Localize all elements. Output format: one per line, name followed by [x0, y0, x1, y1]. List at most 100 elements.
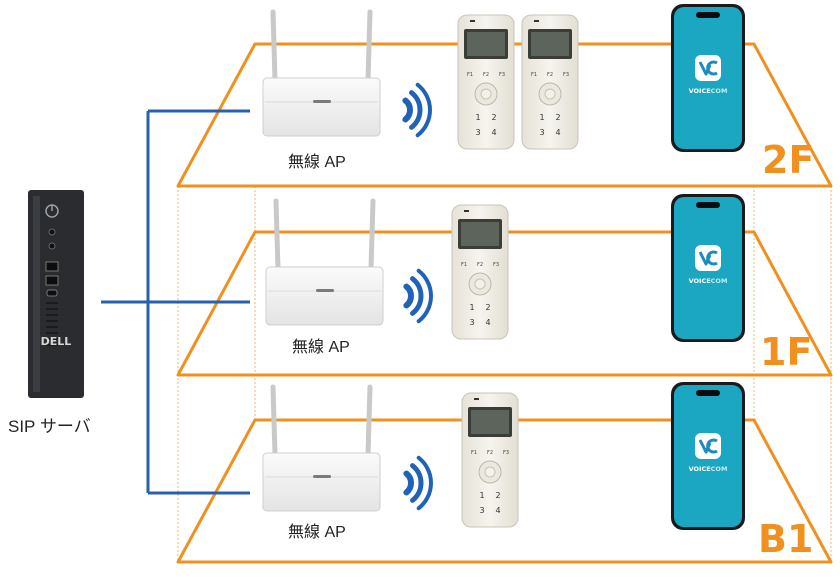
floor-plane-b1: [176, 418, 833, 564]
vent-slot: [46, 302, 58, 304]
antenna: [270, 384, 278, 458]
usb-port: [45, 275, 59, 286]
ap-led: [313, 100, 331, 103]
num-key-label: 4: [555, 128, 560, 137]
wifi-arc: [416, 455, 433, 511]
ap-body: [262, 77, 381, 137]
wifi-arc: [403, 283, 414, 309]
wifi-arc: [416, 268, 433, 324]
handset-screen: [531, 32, 569, 56]
floor-label-1f: 1F: [760, 330, 813, 374]
f-key-label: F2: [487, 450, 493, 456]
app-name: VOICECOM: [689, 87, 728, 95]
usb-port: [45, 261, 59, 272]
antenna: [365, 9, 373, 83]
nav-center: [484, 466, 496, 478]
wireless-ap-1f: [265, 198, 384, 326]
network-lines: [101, 109, 250, 495]
handset-speaker: [464, 210, 469, 212]
audio-jack: [48, 228, 56, 236]
app-logo-arc: [706, 250, 718, 266]
wifi-arc: [415, 82, 432, 138]
nav-center: [474, 278, 486, 290]
num-key-label: 3: [469, 318, 474, 327]
f-key-label: F3: [499, 72, 505, 78]
app-logo-arc: [706, 438, 718, 454]
ap-led: [313, 475, 331, 478]
antenna: [365, 384, 373, 458]
handset-screen: [471, 410, 509, 434]
num-key-label: 1: [469, 303, 474, 312]
f-key-label: F3: [493, 262, 499, 268]
f-key-label: F2: [483, 72, 489, 78]
num-key-label: 2: [485, 303, 490, 312]
ap-body: [265, 266, 384, 326]
num-key-label: 2: [555, 113, 560, 122]
wireless-ap-2f: [262, 9, 381, 137]
app-logo-arc: [706, 60, 718, 76]
handset-speaker: [474, 398, 479, 400]
vent-slot: [46, 344, 58, 346]
floor-plane-2f: [176, 42, 833, 188]
f-key-label: F1: [467, 72, 473, 78]
usb-c-port: [46, 289, 58, 297]
wifi-arc: [403, 470, 414, 496]
ap-label-2f: 無線 AP: [288, 154, 346, 171]
handset-screen: [467, 32, 505, 56]
f-key-label: F3: [503, 450, 509, 456]
nav-center: [480, 88, 492, 100]
audio-jack: [48, 242, 56, 250]
floor-planes: [176, 42, 833, 564]
f-key-label: F2: [547, 72, 553, 78]
dell-logo: DELL: [41, 335, 72, 348]
vent-slot: [46, 314, 58, 316]
f-key-label: F3: [563, 72, 569, 78]
wifi-arc: [409, 90, 423, 130]
server-side-panel: [33, 196, 40, 392]
wifi-icon-2f: [402, 82, 432, 138]
wifi-arc: [402, 97, 413, 123]
num-key-label: 1: [475, 113, 480, 122]
antenna: [270, 9, 278, 83]
phone-notch: [696, 202, 720, 208]
nav-center: [544, 88, 556, 100]
wifi-icon-1f: [403, 268, 433, 324]
phone-notch: [696, 12, 720, 18]
phone-notch: [696, 390, 720, 396]
num-key-label: 3: [479, 506, 484, 515]
num-key-label: 4: [485, 318, 490, 327]
num-key-label: 3: [475, 128, 480, 137]
floor-label-2f: 2F: [762, 138, 815, 182]
vent-slot: [46, 338, 58, 340]
antenna: [368, 198, 376, 272]
num-key-label: 2: [491, 113, 496, 122]
smartphone-b1: VOICECOM: [671, 382, 745, 530]
wifi-arc: [410, 276, 424, 316]
num-key-label: 4: [491, 128, 496, 137]
vent-slot: [46, 326, 58, 328]
f-key-label: F1: [461, 262, 467, 268]
app-name: VOICECOM: [689, 465, 728, 473]
wifi-icon-b1: [403, 455, 433, 511]
f-key-label: F1: [471, 450, 477, 456]
ap-body: [262, 452, 381, 512]
handset-screen: [461, 222, 499, 246]
ap-label-b1: 無線 AP: [288, 524, 346, 541]
handset-speaker: [470, 20, 475, 22]
vent-slot: [46, 308, 58, 310]
vent-slot: [46, 320, 58, 322]
app-name: VOICECOM: [689, 277, 728, 285]
wireless-ap-b1: [262, 384, 381, 512]
sip-server: DELL: [28, 190, 84, 398]
server-label: SIP サーバ: [8, 417, 91, 436]
floor-plane-1f: [176, 230, 833, 377]
num-key-label: 4: [495, 506, 500, 515]
num-key-label: 2: [495, 491, 500, 500]
floor-label-b1: B1: [758, 517, 814, 561]
